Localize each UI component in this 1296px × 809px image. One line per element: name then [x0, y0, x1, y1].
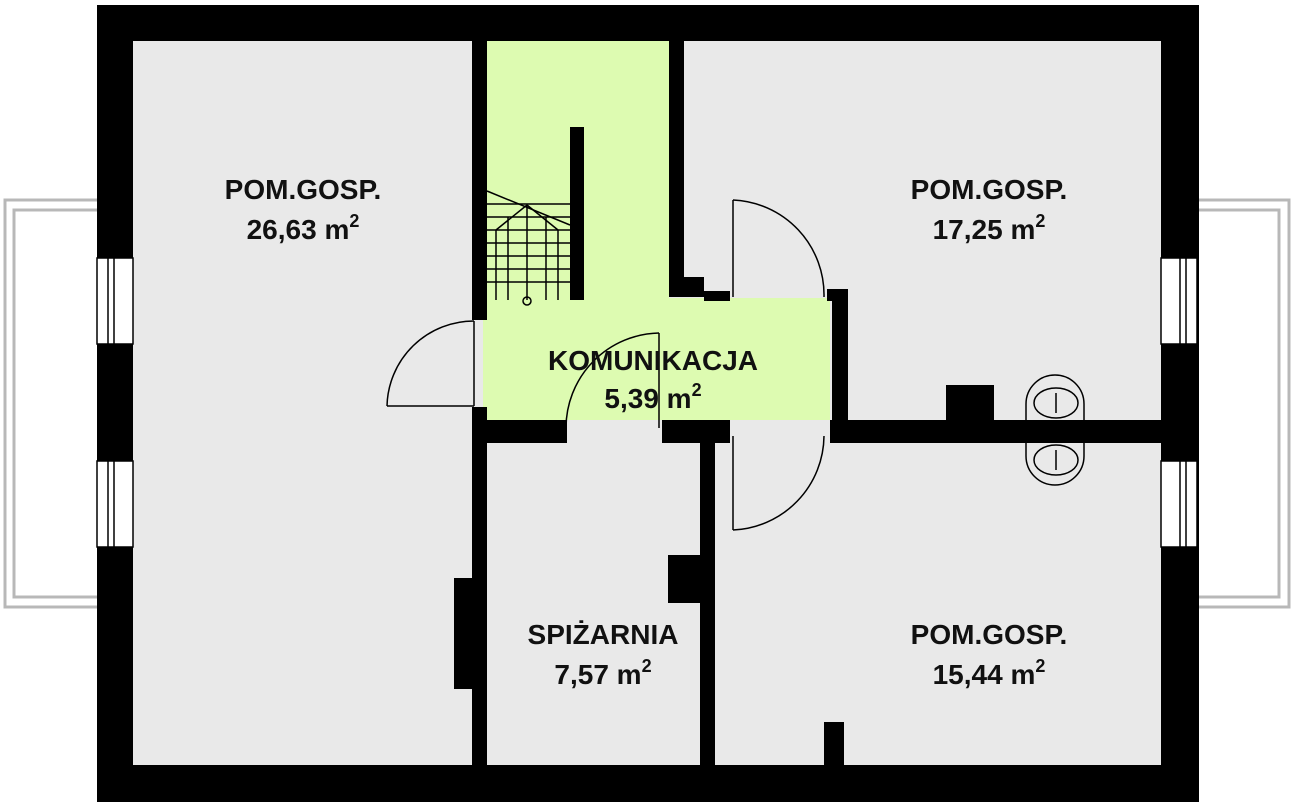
area-exponent: 2 — [642, 656, 652, 676]
room-area: 17,25 — [933, 214, 1003, 245]
interior-walls — [454, 41, 1161, 765]
staircase — [486, 190, 571, 306]
room-name: POM.GOSP. — [911, 174, 1068, 205]
area-unit: m — [1010, 659, 1035, 690]
window-right-lower — [1160, 460, 1198, 548]
door-pantry — [565, 332, 660, 429]
balcony-right — [1194, 198, 1291, 609]
svg-text:15,44 m2: 15,44 m2 — [933, 656, 1046, 690]
vent-fixture — [1025, 374, 1085, 486]
area-unit: m — [324, 214, 349, 245]
door-bottom-right-room — [732, 435, 825, 531]
window-right-upper — [1160, 257, 1198, 345]
area-exponent: 2 — [1035, 656, 1045, 676]
door-left-room — [386, 320, 475, 407]
area-unit: m — [1010, 214, 1035, 245]
area-unit: m — [667, 383, 692, 414]
door-top-right-room — [732, 199, 825, 298]
label-communication: KOMUNIKACJA 5,39 m2 — [548, 345, 758, 414]
svg-text:5,39 m2: 5,39 m2 — [604, 380, 701, 414]
area-unit: m — [617, 659, 642, 690]
label-pantry: SPIŻARNIA 7,57 m2 — [528, 619, 679, 690]
area-exponent: 2 — [349, 211, 359, 231]
room-area: 7,57 — [554, 659, 609, 690]
room-name: SPIŻARNIA — [528, 619, 679, 650]
room-name: POM.GOSP. — [911, 619, 1068, 650]
room-area: 5,39 — [604, 383, 659, 414]
window-left-lower — [96, 460, 134, 548]
area-exponent: 2 — [692, 380, 702, 400]
room-area: 15,44 — [933, 659, 1003, 690]
room-name: POM.GOSP. — [225, 174, 382, 205]
label-room-bottom-right: POM.GOSP. 15,44 m2 — [911, 619, 1068, 690]
label-room-left: POM.GOSP. 26,63 m2 — [225, 174, 382, 245]
svg-text:26,63 m2: 26,63 m2 — [247, 211, 360, 245]
svg-text:7,57 m2: 7,57 m2 — [554, 656, 651, 690]
area-exponent: 2 — [1035, 211, 1045, 231]
room-name: KOMUNIKACJA — [548, 345, 758, 376]
label-room-top-right: POM.GOSP. 17,25 m2 — [911, 174, 1068, 245]
room-area: 26,63 — [247, 214, 317, 245]
window-left-upper — [96, 257, 134, 345]
svg-text:17,25 m2: 17,25 m2 — [933, 211, 1046, 245]
balcony-left — [3, 198, 102, 609]
